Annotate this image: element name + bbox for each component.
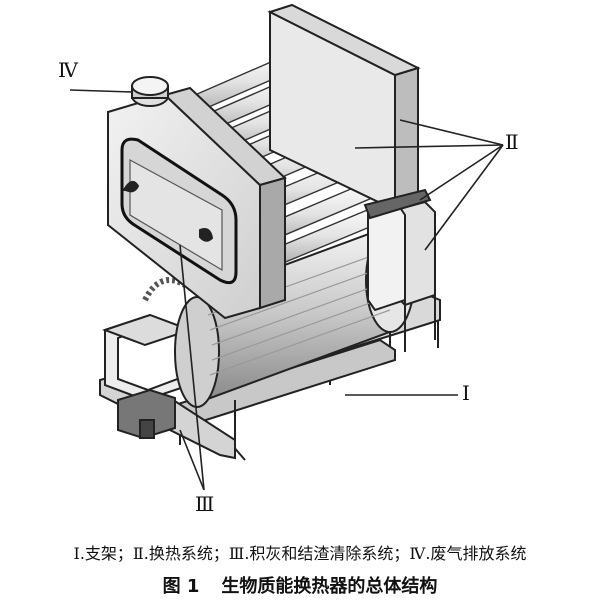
- figure-caption: 图 1 生物质能换热器的总体结构: [0, 572, 600, 598]
- leader-lines: [69, 89, 504, 491]
- front-header-box: [107, 86, 287, 320]
- rear-tube-sheet: [267, 3, 421, 212]
- callout-ash-cleaning: Ⅲ: [195, 492, 215, 516]
- figure-legend: Ⅰ.支架；Ⅱ.换热系统；Ⅲ.积灰和结渣清除系统；Ⅳ.废气排放系统: [73, 544, 527, 563]
- callout-heat-exchange: Ⅱ: [505, 130, 519, 154]
- ash-cleaning-duct: [102, 313, 193, 440]
- right-support-panel: [363, 188, 436, 352]
- heat-exchanger-diagram: [69, 3, 504, 491]
- exhaust-outlet: [131, 76, 169, 107]
- figure-number: 图 1: [162, 576, 200, 597]
- figure-title: 生物质能换热器的总体结构: [221, 576, 438, 597]
- callout-support: Ⅰ: [462, 381, 470, 405]
- callout-exhaust: Ⅳ: [58, 58, 78, 82]
